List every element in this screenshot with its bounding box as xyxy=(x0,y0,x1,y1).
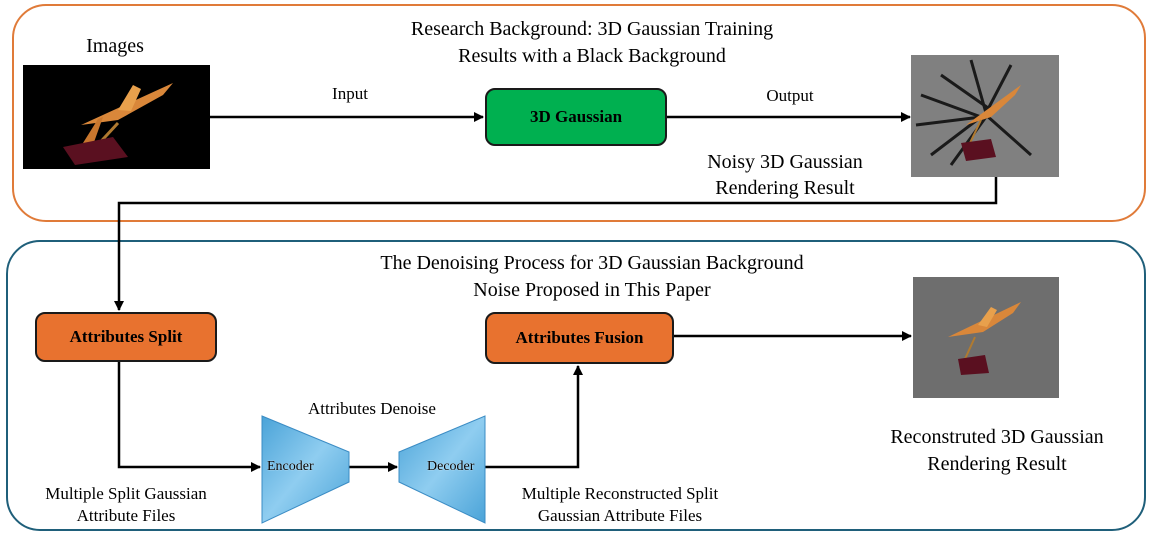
research-background-title-line1: Research Background: 3D Gaussian Trainin… xyxy=(410,18,774,40)
reconstructed-files-label-line1: Multiple Reconstructed Split xyxy=(521,484,719,503)
noisy-result-label-line2: Rendering Result xyxy=(715,177,855,199)
split-to-encoder-connector xyxy=(117,362,261,472)
decoder-label: Decoder xyxy=(427,459,475,474)
denoising-title-line1: The Denoising Process for 3D Gaussian Ba… xyxy=(380,252,804,274)
attributes-split-box: Attributes Split xyxy=(35,312,217,362)
attributes-fusion-box: Attributes Fusion xyxy=(485,312,674,364)
output-label: Output xyxy=(766,86,814,105)
decoder-shape xyxy=(398,415,486,524)
reconstructed-render-image xyxy=(913,277,1059,398)
split-files-label-line1: Multiple Split Gaussian xyxy=(45,484,207,503)
noisy-render-image xyxy=(911,55,1059,177)
clean-airplane-render-icon xyxy=(913,277,1059,398)
input-image xyxy=(23,65,210,169)
input-label: Input xyxy=(332,84,368,103)
reconstructed-result-label-line1: Reconstruted 3D Gaussian xyxy=(890,426,1104,448)
attributes-denoise-label: Attributes Denoise xyxy=(308,399,436,418)
3d-gaussian-box: 3D Gaussian xyxy=(485,88,667,146)
split-files-label-line2: Attribute Files xyxy=(76,506,176,525)
denoising-process-panel xyxy=(6,240,1146,531)
images-label: Images xyxy=(86,35,144,57)
research-background-title-line2: Results with a Black Background xyxy=(458,45,726,67)
encoder-label: Encoder xyxy=(267,459,314,474)
encoder-shape xyxy=(261,415,350,524)
noisy-result-label-line1: Noisy 3D Gaussian xyxy=(707,151,863,173)
reconstructed-files-label-line2: Gaussian Attribute Files xyxy=(537,506,703,525)
noisy-airplane-render-icon xyxy=(911,55,1059,177)
research-background-panel xyxy=(12,4,1146,222)
reconstructed-result-label-line2: Rendering Result xyxy=(927,453,1067,475)
airplane-model-icon xyxy=(63,83,173,165)
decoder-to-fusion-connector xyxy=(485,365,583,469)
noisy-to-split-connector xyxy=(114,177,998,311)
denoising-title-line2: Noise Proposed in This Paper xyxy=(473,279,711,301)
